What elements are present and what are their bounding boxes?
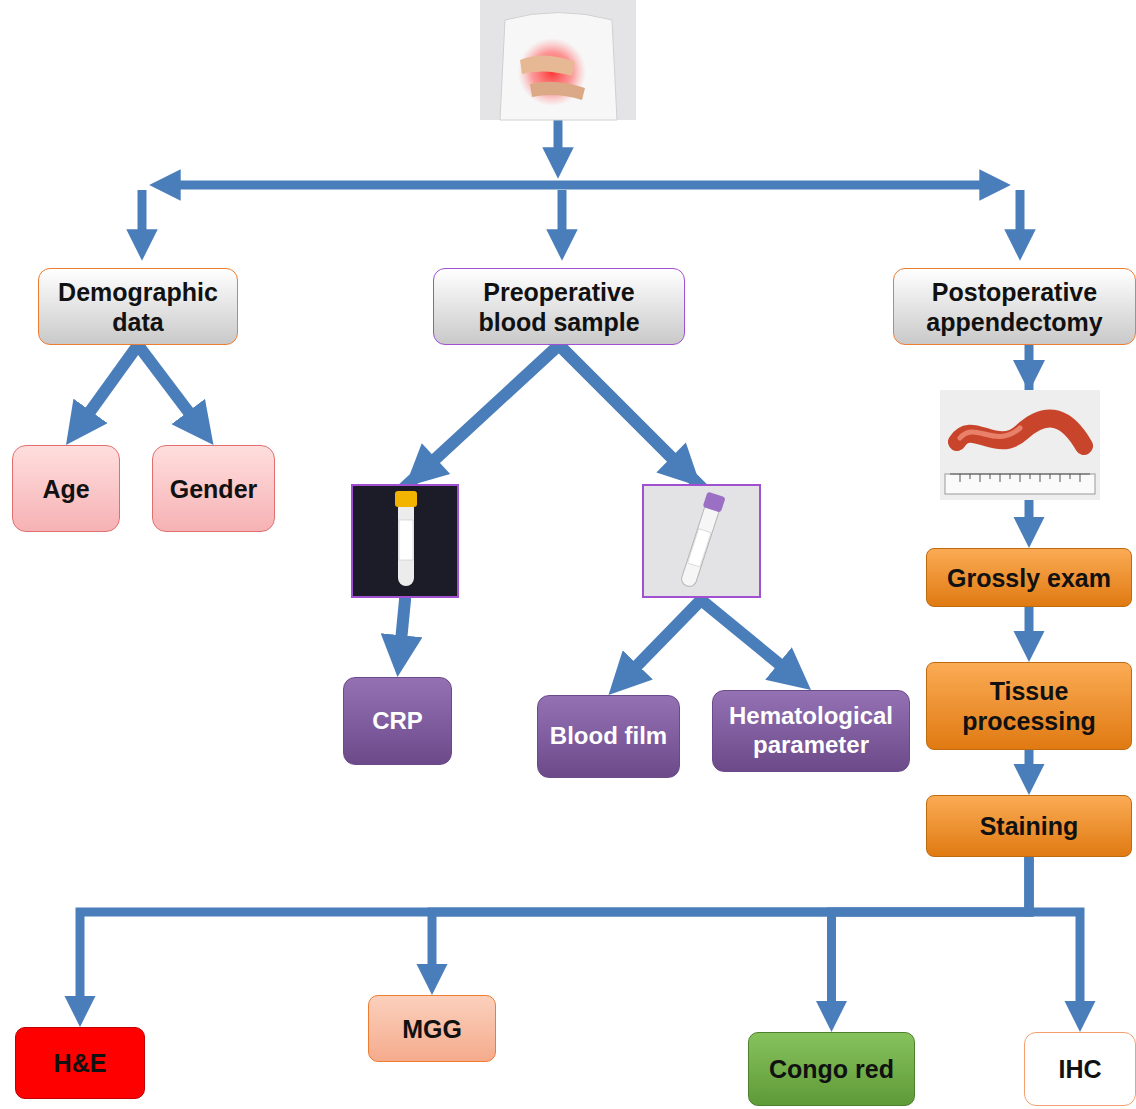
node-label: Grossly exam [947,563,1111,593]
tube [678,492,726,589]
stain-box: H&E [15,1027,145,1099]
tube-body [398,500,414,586]
node-label: Age [42,474,89,504]
flow-arrow [138,345,205,434]
yellow-tube-photo [352,485,458,597]
test-box: Blood film [537,695,680,778]
info-box: Postoperative appendectomy [893,268,1136,345]
tube-cap [395,491,417,507]
tube-label [688,529,711,567]
purple-tube-photo [643,485,760,597]
down-arrow [554,120,563,168]
flow-arrow [559,345,800,681]
node-label: Hematological parameter [727,702,895,760]
arrow-head [1013,360,1045,392]
flow-arrow [1025,750,1034,784]
stain-box: Congo red [748,1032,915,1106]
node-label: MGG [402,1014,462,1044]
test-box: Hematological parameter [712,690,910,772]
node-label: Postoperative appendectomy [904,277,1125,337]
flow-arrow [80,857,1029,1016]
node-label: Blood film [550,722,667,751]
node-label: Gender [170,474,258,504]
test-box: CRP [343,677,452,765]
tube-label [399,520,413,560]
pain-glow [518,38,586,106]
appendix-photo [940,390,1100,500]
process-box: Tissue processing [926,662,1132,750]
photo-background [940,390,1100,500]
flow-arrow [74,345,138,433]
tissue-highlight [960,428,1020,438]
down-arrow [1016,190,1025,250]
node-label: IHC [1058,1054,1101,1084]
tube-cap [703,492,726,513]
down-arrow [558,190,567,250]
ruler [945,474,1095,494]
stain-box: MGG [368,995,496,1062]
abdominal-pain-photo [480,0,636,120]
photo-background [643,485,760,597]
photo-background [352,485,458,597]
process-box: Staining [926,795,1132,857]
split-arrows [142,120,1020,250]
node-label: Tissue processing [937,676,1121,736]
node-label: Congo red [769,1054,894,1084]
appendix-tissue [957,418,1084,446]
flow-arrow [1029,857,1080,1021]
info-box: Demographic data [38,268,238,345]
node-label: H&E [54,1048,107,1078]
node-label: Demographic data [49,277,227,337]
flow-arrow [432,857,1029,984]
info-box: Preoperative blood sample [433,268,685,345]
flow-arrow [1025,607,1034,651]
attribute-box: Age [12,445,120,532]
hand [520,55,575,76]
ruler-ticks [950,474,1090,482]
attribute-box: Gender [152,445,275,532]
tube-body [680,502,721,588]
node-label: Preoperative blood sample [474,277,644,337]
flow-arrow [832,857,1030,1021]
stain-box: IHC [1024,1032,1136,1106]
node-label: Staining [980,811,1079,841]
node-label: CRP [372,707,423,736]
down-arrow [138,190,147,250]
shirt-torso [500,13,617,121]
process-box: Grossly exam [926,548,1132,607]
hand [530,82,585,100]
split-bar [160,181,1000,190]
photo-background [480,0,636,120]
